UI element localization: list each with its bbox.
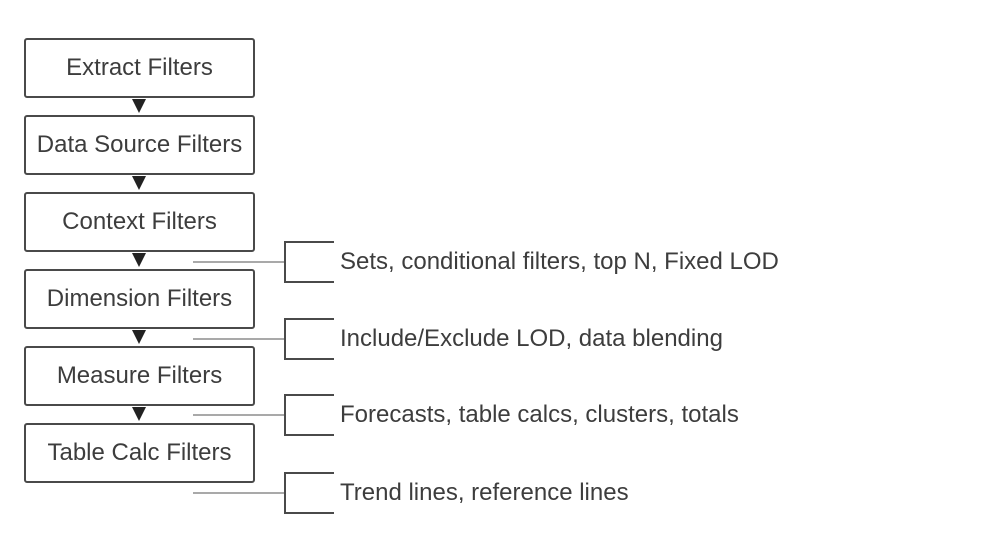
node-label: Measure Filters <box>56 362 223 389</box>
flow-node-data-source-filters: Data Source Filters <box>24 115 255 175</box>
annotation-label: Include/Exclude LOD, data blending <box>340 325 723 352</box>
node-label: Table Calc Filters <box>47 439 232 466</box>
connector-line <box>193 492 284 494</box>
flow-node-measure-filters: Measure Filters <box>24 346 255 406</box>
node-label: Context Filters <box>62 208 217 235</box>
connector-line <box>193 414 284 416</box>
node-label: Dimension Filters <box>46 285 233 312</box>
arrow-down-icon <box>132 99 146 113</box>
connector-line <box>193 338 284 340</box>
arrow-down-icon <box>132 176 146 190</box>
bracket-shape <box>284 472 334 514</box>
arrow-down-icon <box>132 330 146 344</box>
node-label: Data Source Filters <box>36 131 243 158</box>
arrow-down-icon <box>132 253 146 267</box>
flow-node-context-filters: Context Filters <box>24 192 255 252</box>
flow-node-extract-filters: Extract Filters <box>24 38 255 98</box>
bracket-shape <box>284 394 334 436</box>
connector-line <box>193 261 284 263</box>
annotation-label: Sets, conditional filters, top N, Fixed … <box>340 248 779 275</box>
annotation-label: Trend lines, reference lines <box>340 479 629 506</box>
arrow-down-icon <box>132 407 146 421</box>
bracket-shape <box>284 318 334 360</box>
node-label: Extract Filters <box>66 54 213 81</box>
flow-node-dimension-filters: Dimension Filters <box>24 269 255 329</box>
annotation-label: Forecasts, table calcs, clusters, totals <box>340 401 739 428</box>
flow-node-table-calc-filters: Table Calc Filters <box>24 423 255 483</box>
bracket-shape <box>284 241 334 283</box>
